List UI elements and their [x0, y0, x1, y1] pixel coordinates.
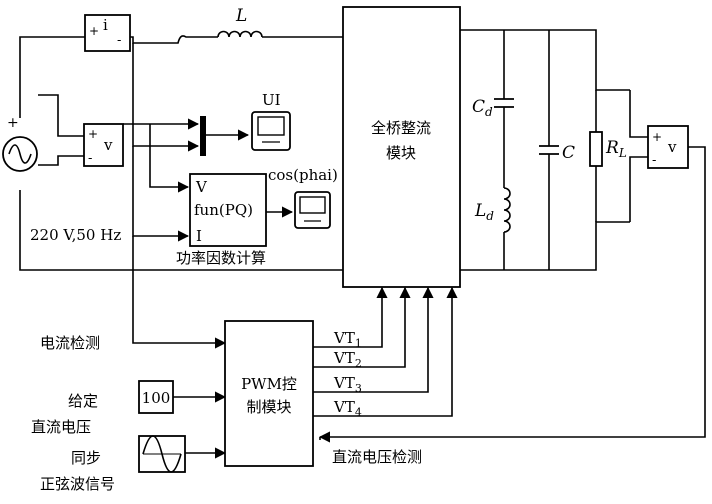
- sync-label-line2: 正弦波信号: [40, 475, 115, 493]
- pwm-line2: 制模块: [246, 398, 291, 416]
- pf-function: fun(PQ): [194, 201, 253, 219]
- scope-cos-label: cos(phai): [268, 166, 338, 184]
- rectifier-line2: 模块: [386, 144, 416, 162]
- given-label-line1: 给定: [68, 392, 98, 410]
- pwm-control-module[interactable]: PWM控 制模块: [224, 320, 314, 467]
- rl-label-base: R: [605, 138, 619, 158]
- rectifier-module[interactable]: 全桥整流 模块: [342, 6, 461, 288]
- voltage-sensor-ac[interactable]: + v -: [83, 123, 124, 167]
- ac-source-label: 220 V,50 Hz: [30, 226, 121, 244]
- ld-label-sub: d: [486, 209, 494, 223]
- wiring: [19, 29, 706, 459]
- inductor-l: L: [217, 6, 263, 38]
- pwm-output-vt4: VT4: [333, 398, 362, 419]
- resistor-rl: RL: [589, 131, 627, 167]
- pf-input-v: V: [195, 178, 208, 196]
- cd-label-base: C: [472, 97, 485, 117]
- pf-calc-block[interactable]: V fun(PQ) I: [189, 173, 267, 247]
- ld-label-base: L: [474, 201, 486, 221]
- pwm-output-vt3: VT3: [333, 374, 362, 395]
- sine-wave-block[interactable]: [138, 435, 186, 473]
- pwm-output-labels: VT1 VT2 VT3 VT4: [333, 329, 362, 419]
- cd-label-sub: d: [485, 105, 493, 119]
- current-sensor[interactable]: + i -: [84, 14, 131, 52]
- scope-cos[interactable]: cos(phai): [268, 166, 338, 229]
- current-sensor-symbol: i: [103, 16, 108, 34]
- voltage-sensor-ac-symbol: v: [103, 136, 113, 154]
- scope-ui-label: UI: [262, 91, 281, 109]
- voltage-sensor-dc[interactable]: + v -: [647, 125, 689, 169]
- pwm-output-vt1: VT1: [333, 329, 362, 350]
- dc-voltage-detect-label: 直流电压检测: [332, 448, 422, 466]
- pwm-output-vt2: VT2: [333, 349, 362, 370]
- rl-label-sub: L: [618, 146, 627, 160]
- voltage-sensor-dc-plus: +: [652, 130, 662, 144]
- capacitor-cd: Cd: [472, 97, 514, 119]
- inductor-l-label: L: [235, 6, 247, 26]
- sync-label-line1: 同步: [71, 449, 101, 467]
- given-label-line2: 直流电压: [31, 418, 91, 436]
- constant-value: 100: [142, 389, 171, 407]
- voltage-sensor-ac-minus: -: [88, 151, 92, 166]
- svg-text:Ld: Ld: [474, 201, 494, 223]
- pf-input-i: I: [196, 227, 202, 245]
- ac-source-plus: +: [7, 115, 19, 131]
- ac-source: +: [2, 115, 38, 172]
- voltage-sensor-dc-symbol: v: [667, 138, 677, 156]
- inductor-ld: Ld: [474, 187, 511, 233]
- pwm-line1: PWM控: [241, 375, 297, 393]
- rectifier-line1: 全桥整流: [371, 119, 431, 137]
- current-detect-label: 电流检测: [40, 334, 100, 352]
- constant-block[interactable]: 100: [138, 380, 174, 414]
- voltage-sensor-ac-plus: +: [88, 127, 98, 141]
- current-sensor-plus: +: [89, 24, 99, 38]
- mux-block[interactable]: [200, 116, 206, 156]
- voltage-sensor-dc-minus: -: [652, 153, 656, 168]
- current-sensor-minus: -: [117, 33, 121, 48]
- pf-caption: 功率因数计算: [176, 249, 266, 267]
- c-label: C: [562, 143, 575, 163]
- scope-ui[interactable]: UI: [251, 91, 291, 151]
- svg-text:RL: RL: [605, 138, 627, 160]
- capacitor-c: C: [539, 143, 575, 163]
- svg-text:Cd: Cd: [472, 97, 493, 119]
